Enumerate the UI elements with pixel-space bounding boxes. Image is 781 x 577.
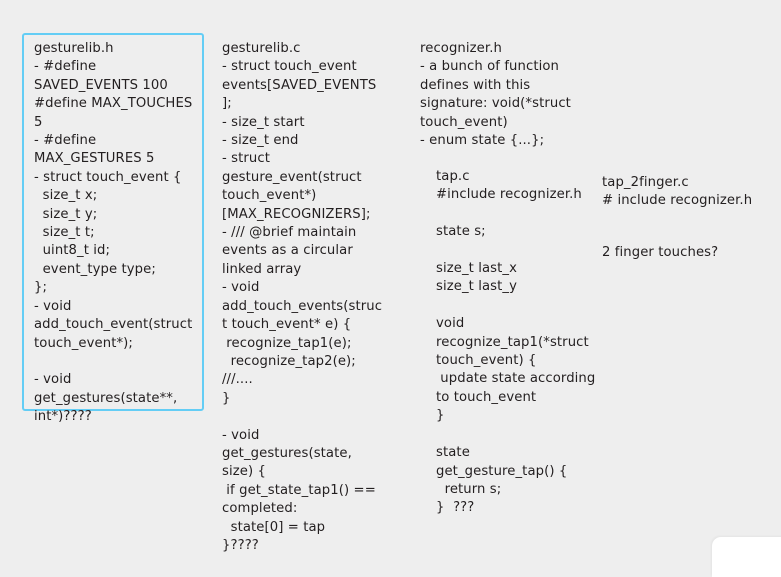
- note-tap-c[interactable]: tap.c #include recognizer.h state s; siz…: [436, 169, 596, 516]
- note-gesturelib-h[interactable]: gesturelib.h - #define SAVED_EVENTS 100 …: [34, 41, 193, 425]
- highlight-box-gesturelib-h[interactable]: [22, 33, 204, 411]
- note-gesturelib-c[interactable]: gesturelib.c - struct touch_event events…: [222, 41, 383, 553]
- bottom-right-panel-corner: [712, 537, 781, 577]
- note-recognizer-h[interactable]: recognizer.h - a bunch of function defin…: [420, 41, 571, 149]
- note-two-finger-touches-question[interactable]: 2 finger touches?: [602, 245, 719, 260]
- note-tap-2finger-c[interactable]: tap_2finger.c # include recognizer.h: [602, 175, 753, 209]
